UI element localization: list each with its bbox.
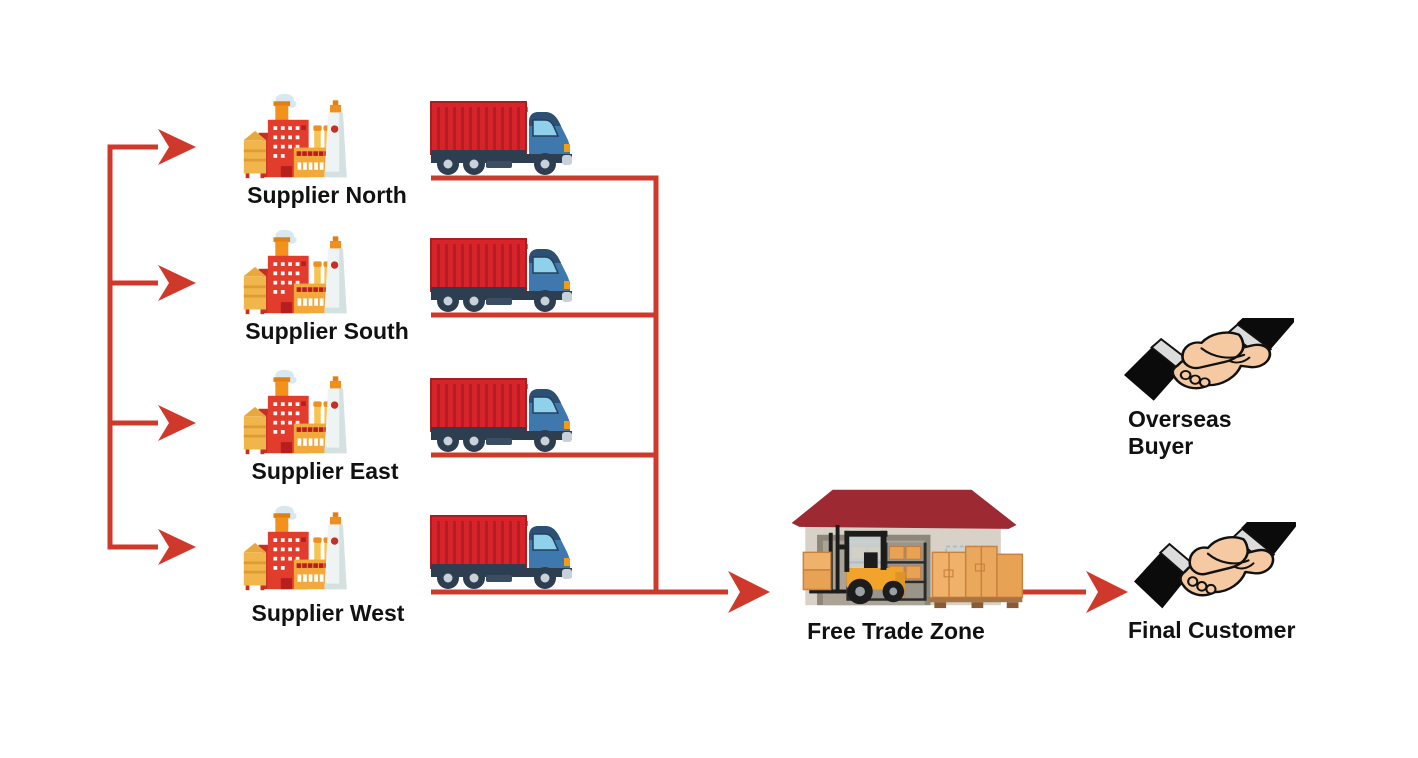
arrowhead-final-customer bbox=[1086, 571, 1128, 613]
arrowhead-supplier-north bbox=[158, 129, 196, 165]
container-truck-icon bbox=[430, 100, 572, 176]
factory-icon bbox=[236, 368, 348, 456]
arrowhead-supplier-south bbox=[158, 265, 196, 301]
inbound-trunk-line bbox=[107, 144, 158, 550]
container-truck-icon bbox=[430, 237, 572, 313]
supplier-east-label: Supplier East bbox=[251, 458, 399, 484]
factory-icon bbox=[236, 92, 348, 180]
warehouse-forklift-icon bbox=[788, 480, 1026, 612]
container-truck-icon bbox=[430, 377, 572, 453]
factory-icon bbox=[236, 504, 348, 592]
handshake-icon bbox=[1134, 522, 1296, 618]
supplier-west-label: Supplier West bbox=[251, 600, 405, 626]
overseas-buyer-label: Overseas Buyer bbox=[1128, 406, 1232, 459]
factory-icon bbox=[236, 228, 348, 316]
arrowhead-free-trade-zone bbox=[728, 571, 770, 613]
handshake-icon bbox=[1124, 318, 1294, 410]
supplier-north-label: Supplier North bbox=[247, 182, 407, 208]
container-truck-icon bbox=[430, 514, 572, 590]
arrowhead-supplier-west bbox=[158, 529, 196, 565]
final-customer-label: Final Customer bbox=[1128, 617, 1296, 643]
arrowhead-supplier-east bbox=[158, 405, 196, 441]
supplier-south-label: Supplier South bbox=[245, 318, 409, 344]
free-trade-zone-label: Free Trade Zone bbox=[807, 618, 985, 644]
